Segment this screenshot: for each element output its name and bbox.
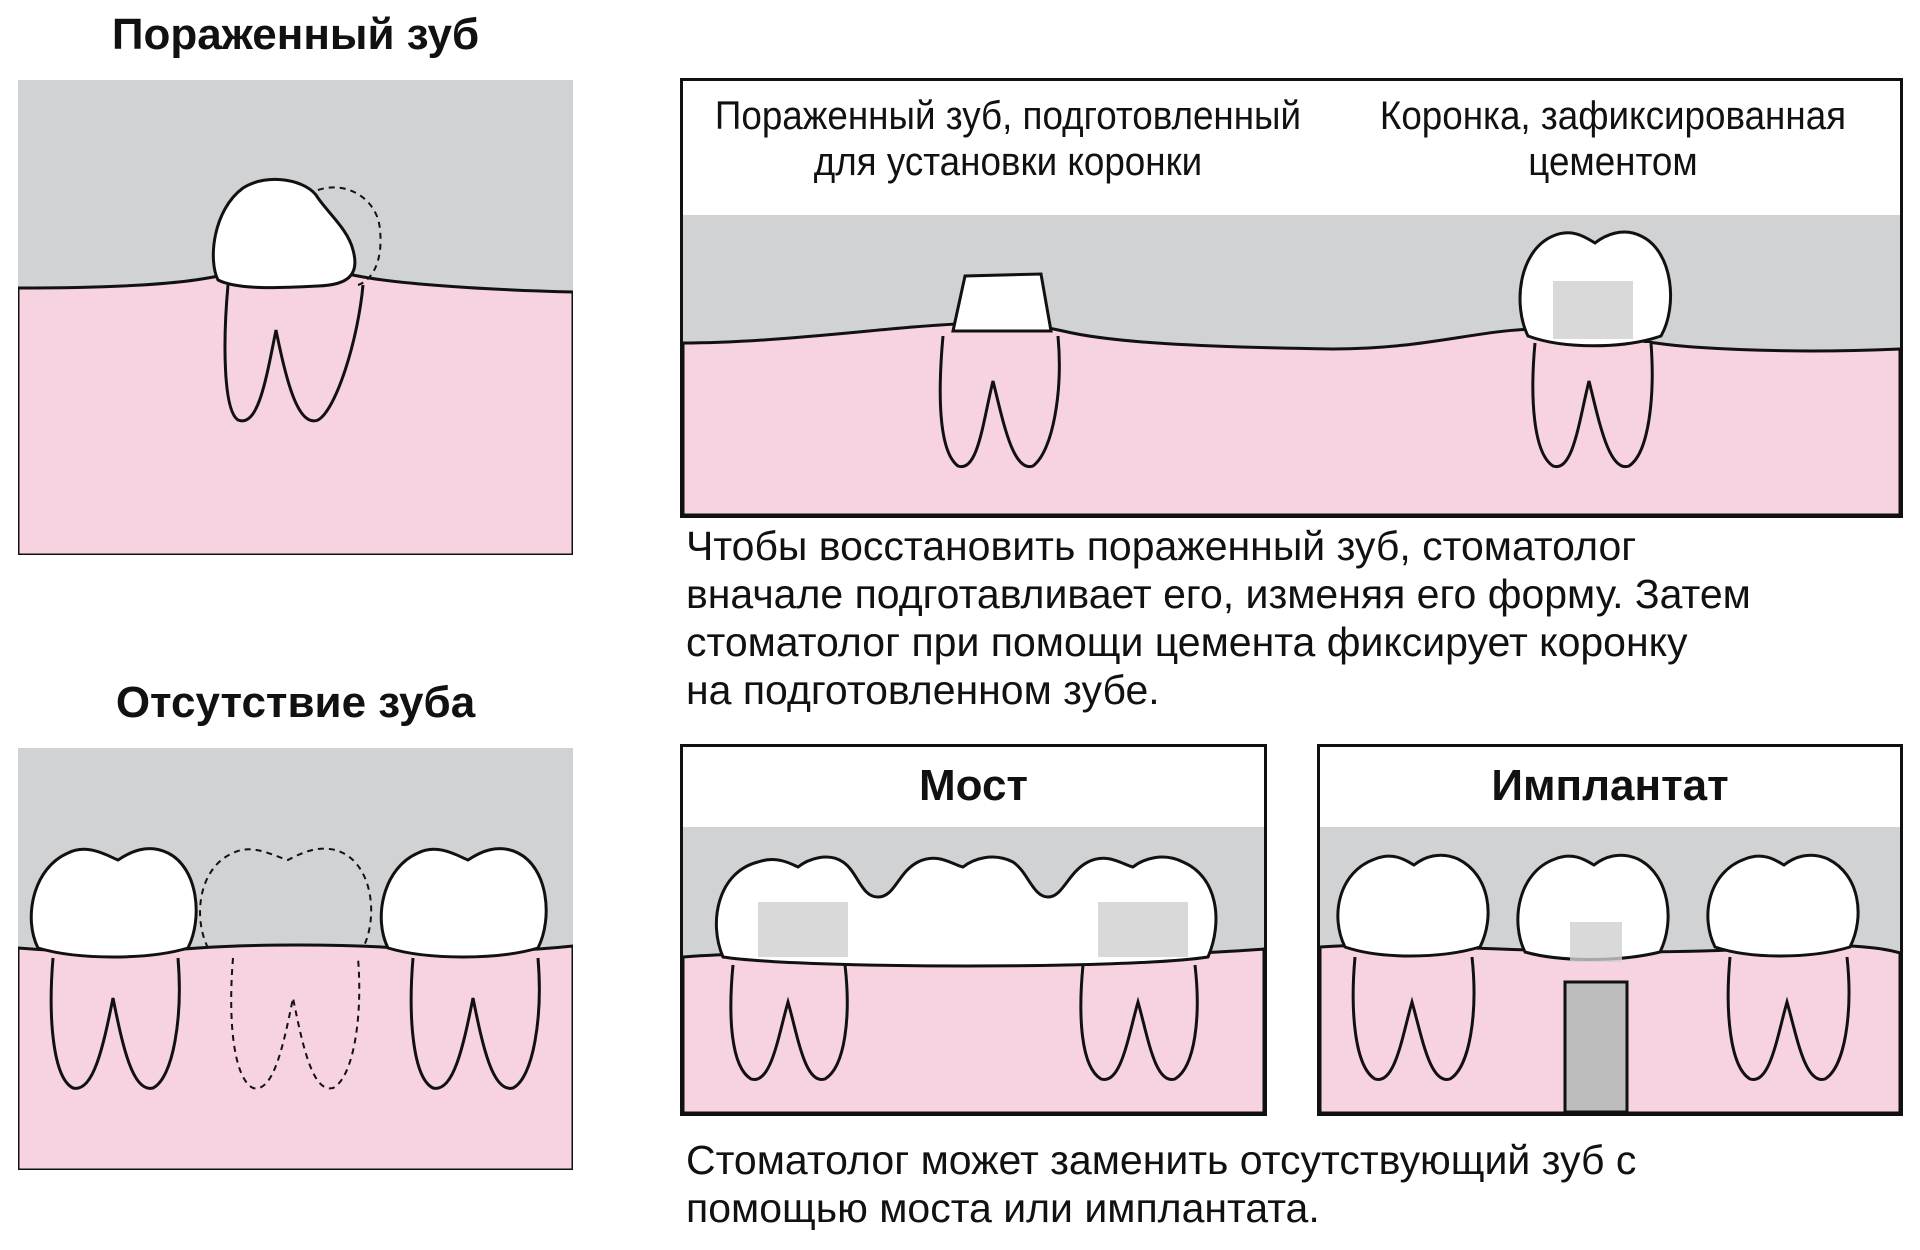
implant-illustration — [1320, 747, 1900, 1113]
missing-tooth-heading: Отсутствие зуба — [18, 678, 573, 728]
implant-panel: Имплантат — [1317, 744, 1903, 1116]
damaged-tooth-panel — [18, 80, 573, 555]
crown-procedure-panel: Пораженный зуб, подготовленный для устан… — [680, 78, 1903, 518]
missing-tooth-illustration — [18, 748, 573, 1170]
crown-explanation-text: Чтобы восстановить пораженный зуб, стома… — [686, 522, 1916, 714]
damaged-tooth-heading: Пораженный зуб — [18, 10, 573, 60]
replacement-explanation-text: Стоматолог может заменить отсутствующий … — [686, 1136, 1916, 1232]
damaged-tooth-illustration — [18, 80, 573, 555]
crown-procedure-illustration — [683, 81, 1900, 515]
bridge-illustration — [683, 747, 1264, 1113]
bridge-panel: Мост — [680, 744, 1267, 1116]
missing-tooth-panel — [18, 748, 573, 1170]
